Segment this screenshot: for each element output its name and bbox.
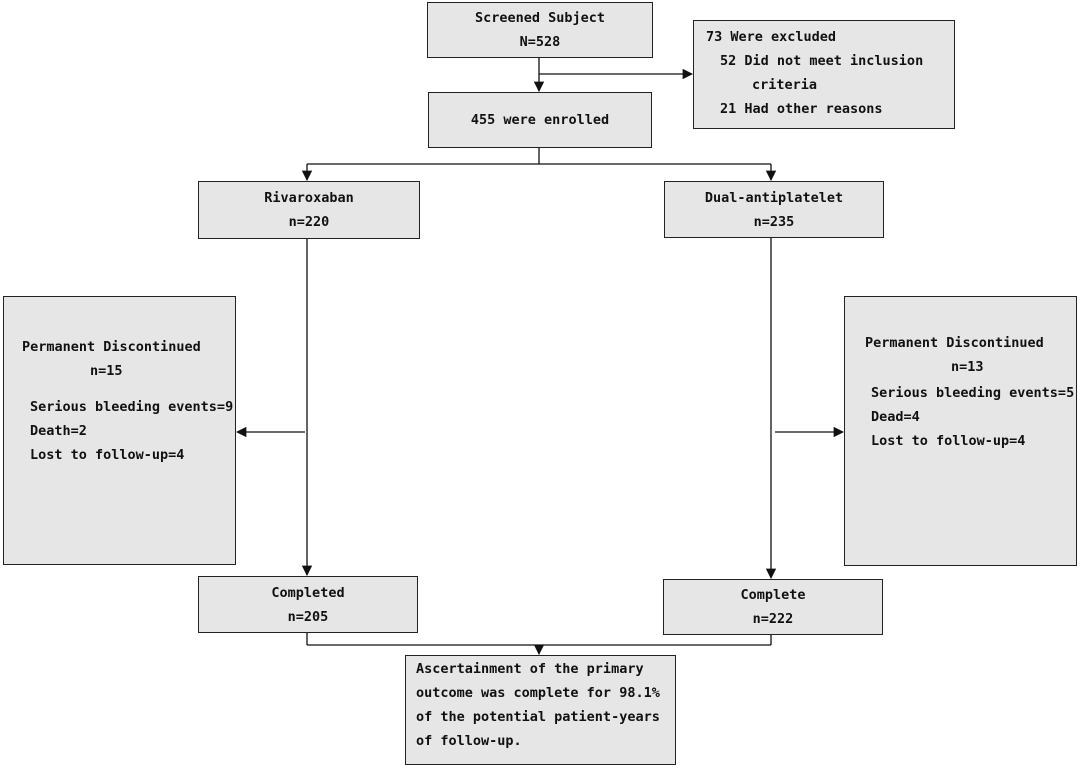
completed-right-title: Complete xyxy=(740,587,806,603)
excluded-item-criteria-cont: criteria xyxy=(752,77,818,93)
outcome-line-2: outcome was complete for 98.1% xyxy=(416,685,660,701)
enrolled-title: 455 were enrolled xyxy=(470,112,610,128)
discontinued-right-lost: Lost to follow-up=4 xyxy=(871,433,1026,449)
completed-left-count: n=205 xyxy=(287,608,329,625)
discontinued-left-title: Permanent Discontinued xyxy=(22,339,201,355)
rivaroxaban-box: Rivaroxaban n=220 xyxy=(198,181,420,239)
excluded-box: 73 Were excluded 52 Did not meet inclusi… xyxy=(693,20,955,129)
dual-antiplatelet-count: n=235 xyxy=(753,213,795,230)
screened-count: N=528 xyxy=(519,34,561,50)
outcome-line-3: of the potential patient-years xyxy=(416,709,660,725)
excluded-header: 73 Were excluded xyxy=(706,29,837,45)
excluded-item-criteria: 52 Did not meet inclusion xyxy=(720,53,924,69)
outcome-line-4: of follow-up. xyxy=(416,733,522,749)
completed-left-title: Completed xyxy=(271,584,345,601)
discontinued-right-count: n=13 xyxy=(951,359,984,375)
screened-title: Screened Subject xyxy=(474,10,606,26)
discontinued-right-box: Permanent Discontinued n=13 Serious blee… xyxy=(844,296,1077,566)
rivaroxaban-title: Rivaroxaban xyxy=(264,190,354,206)
screened-box: Screened Subject N=528 xyxy=(427,2,653,58)
discontinued-right-title: Permanent Discontinued xyxy=(865,335,1044,351)
rivaroxaban-count: n=220 xyxy=(288,214,330,230)
discontinued-right-dead: Dead=4 xyxy=(871,409,920,425)
completed-left-box: Completed n=205 xyxy=(198,576,418,633)
discontinued-left-death: Death=2 xyxy=(30,423,87,439)
discontinued-left-bleeding: Serious bleeding events=9 xyxy=(30,399,234,415)
discontinued-right-bleeding: Serious bleeding events=5 xyxy=(871,385,1075,401)
outcome-box: Ascertainment of the primary outcome was… xyxy=(405,655,676,765)
completed-right-count: n=222 xyxy=(752,611,794,627)
outcome-line-1: Ascertainment of the primary xyxy=(416,661,644,677)
dual-antiplatelet-title: Dual-antiplatelet xyxy=(704,189,844,206)
excluded-item-other: 21 Had other reasons xyxy=(720,101,883,117)
discontinued-left-count: n=15 xyxy=(90,363,123,379)
dual-antiplatelet-box: Dual-antiplatelet n=235 xyxy=(664,181,884,238)
discontinued-left-box: Permanent Discontinued n=15 Serious blee… xyxy=(3,296,236,565)
discontinued-left-lost: Lost to follow-up=4 xyxy=(30,447,185,463)
completed-right-box: Complete n=222 xyxy=(663,579,883,635)
enrolled-box: 455 were enrolled xyxy=(428,92,652,148)
